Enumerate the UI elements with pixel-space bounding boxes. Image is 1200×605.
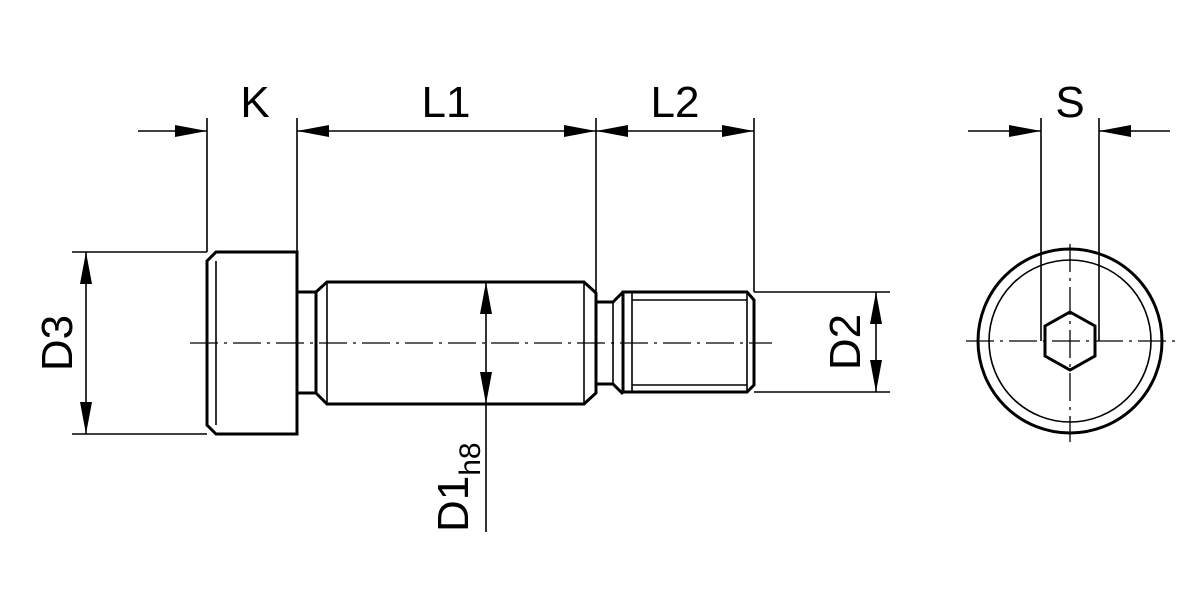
hex-socket <box>1043 310 1097 372</box>
side-view: K L1 L2 D3 D2 <box>33 78 890 532</box>
extension-lines <box>72 118 890 435</box>
dimension-l1: L1 <box>297 78 596 137</box>
dimension-l2: L2 <box>596 78 754 137</box>
dimension-d2: D2 <box>821 292 882 392</box>
label-s: S <box>1055 78 1084 127</box>
label-d3: D3 <box>33 315 82 371</box>
label-d1-main: D1 <box>429 476 478 532</box>
label-l1: L1 <box>422 78 471 127</box>
dimension-d1: D1h8 <box>429 282 492 532</box>
dimension-s: S <box>968 78 1170 341</box>
label-l2: L2 <box>651 78 700 127</box>
label-d1: D1h8 <box>429 442 487 532</box>
thread-undercut <box>596 290 625 396</box>
label-k: K <box>240 78 269 127</box>
label-d2: D2 <box>821 314 870 370</box>
dimension-k: K <box>138 78 329 137</box>
label-d1-tolerance: h8 <box>454 442 487 475</box>
shoulder <box>314 280 598 406</box>
end-view: S <box>966 78 1175 442</box>
threaded-shank <box>621 290 756 394</box>
dimension-d3: D3 <box>33 252 92 434</box>
